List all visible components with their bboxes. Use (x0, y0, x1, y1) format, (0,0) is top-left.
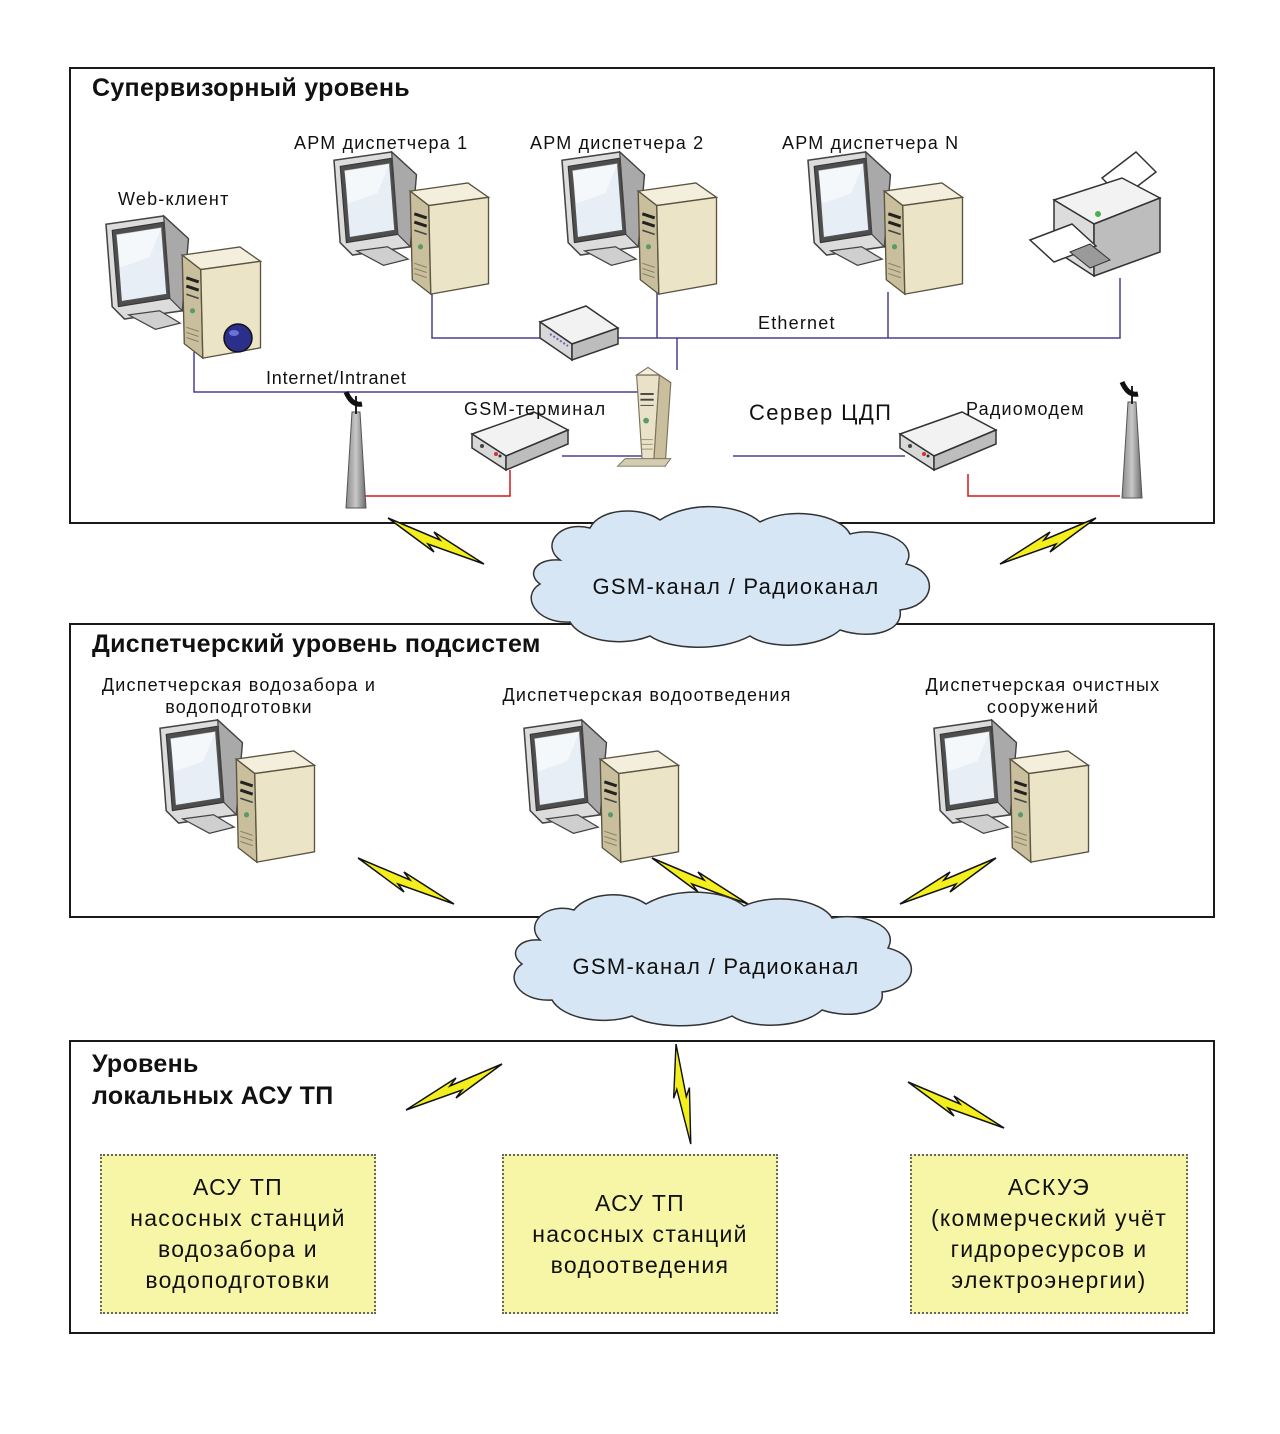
box2-line1: АСУ ТП (594, 1189, 686, 1216)
arm1-label: АРМ диспетчера 1 (294, 133, 469, 153)
channel-2-label: GSM-канал / Радиоканал (572, 954, 860, 979)
box3-line3: гидроресурсов и (950, 1236, 1148, 1262)
dispatch-1-label-line1: Диспетчерская водозабора и (101, 675, 377, 695)
ethernet-label: Ethernet (758, 313, 836, 333)
radio-lines (362, 470, 1120, 497)
internet-label: Internet/Intranet (266, 368, 407, 388)
lightning-icon (639, 1043, 728, 1145)
gsm-terminal-modem-icon (471, 411, 569, 471)
box2-line3: водоотведения (550, 1251, 730, 1278)
box2-line2: насосных станций (532, 1220, 748, 1247)
arm2-label: АРМ диспетчера 2 (530, 133, 705, 153)
local-level-title-line1: Уровень (92, 1050, 199, 1078)
local-level-title-line2: локальных АСУ ТП (92, 1082, 334, 1110)
printer-icon (1028, 151, 1162, 278)
local-box-water-intake: АСУ ТП насосных станций водозабора и вод… (100, 1154, 376, 1314)
lightning-icon (405, 1063, 503, 1111)
arm2-workstation-icon (560, 150, 719, 296)
radiomodem-label: Радиомодем (966, 399, 1085, 419)
dispatch-2-label: Диспетчерская водоотведения (502, 685, 792, 705)
dispatch-workstation-1-icon (158, 718, 317, 864)
dispatch-3-label-line2: сооружений (986, 697, 1100, 717)
armn-label: АРМ диспетчера N (782, 133, 960, 153)
dispatch-level-title: Диспетчерский уровень подсистем (92, 630, 541, 658)
channel-1-label: GSM-канал / Радиоканал (592, 574, 880, 599)
lightning-icon (907, 1081, 1005, 1129)
antenna-right-icon (1122, 382, 1142, 498)
dispatch-3-label-line1: Диспетчерская очистных (925, 675, 1161, 695)
switch-icon (538, 305, 620, 362)
lightning-icon (999, 517, 1097, 565)
server-icon (616, 366, 672, 468)
box1-line2: насосных станций (130, 1205, 346, 1231)
arm1-workstation-icon (332, 150, 491, 296)
ethernet-lines (193, 278, 1121, 457)
server-label: Сервер ЦДП (749, 400, 893, 425)
lightning-icon (899, 857, 997, 905)
cloud-icon (513, 891, 913, 1027)
supervisory-level-title: Супервизорный уровень (92, 74, 410, 102)
lightning-icon (357, 857, 455, 905)
radiomodem-icon (899, 411, 997, 471)
box1-line1: АСУ ТП (192, 1174, 284, 1200)
dispatch-workstation-3-icon (932, 718, 1091, 864)
box1-line4: водоподготовки (145, 1267, 331, 1293)
box1-line3: водозабора и (158, 1236, 318, 1262)
armn-workstation-icon (806, 150, 965, 296)
dispatch-1-label-line2: водоподготовки (165, 697, 313, 717)
lightning-icon (387, 517, 485, 565)
box3-line4: электроэнергии) (951, 1267, 1147, 1293)
antenna-left-icon (346, 392, 366, 508)
web-client-label: Web-клиент (118, 189, 230, 209)
local-box-wastewater: АСУ ТП насосных станций водоотведения (502, 1154, 778, 1314)
dispatch-workstation-2-icon (522, 718, 681, 864)
box3-line1: АСКУЭ (1007, 1174, 1091, 1200)
local-box-askue: АСКУЭ (коммерческий учёт гидроресурсов и… (910, 1154, 1188, 1314)
gsm-terminal-label: GSM-терминал (464, 399, 607, 419)
web-client-workstation-icon (104, 214, 263, 360)
box3-line2: (коммерческий учёт (930, 1205, 1168, 1231)
cloud-icon (530, 505, 931, 648)
